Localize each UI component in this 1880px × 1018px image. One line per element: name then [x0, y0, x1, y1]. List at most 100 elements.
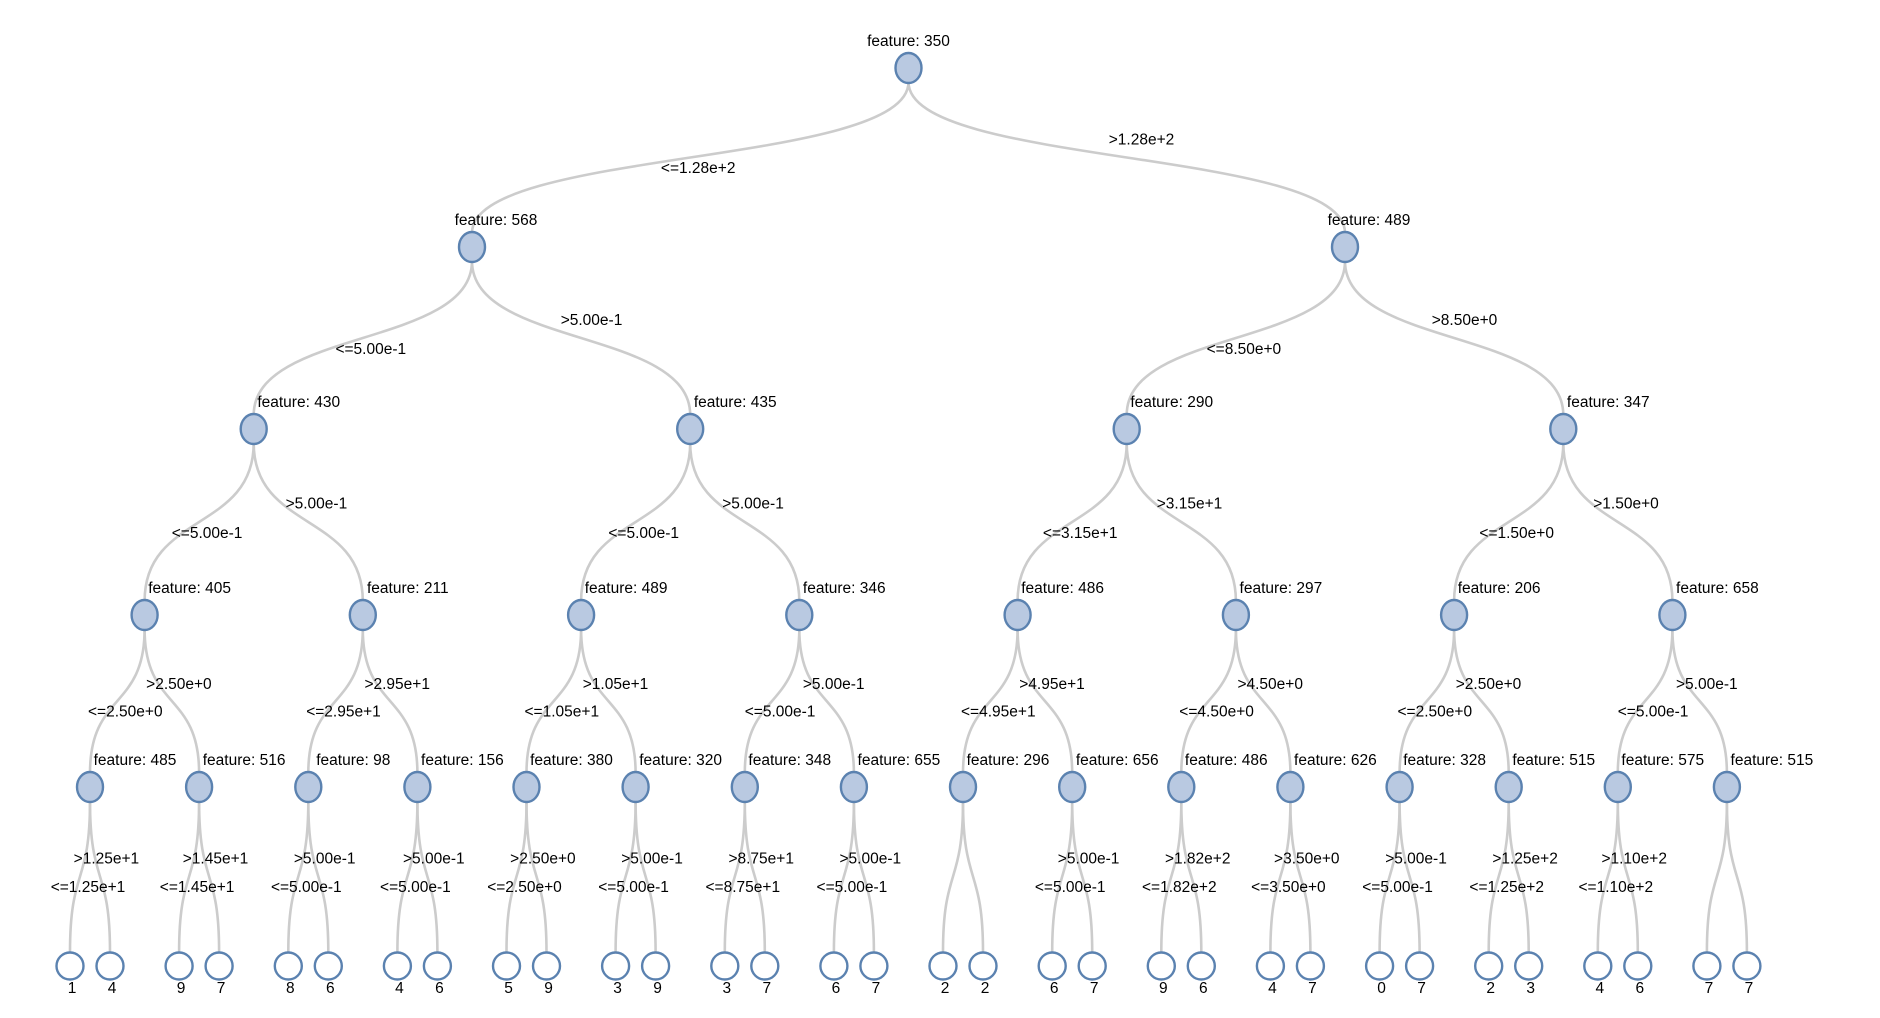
edge-label: <=3.15e+1 — [1043, 525, 1118, 542]
tree-edge — [1180, 627, 1238, 775]
edge-label: <=5.00e-1 — [1362, 879, 1433, 896]
node-label: feature: 380 — [530, 752, 613, 769]
tree-edge — [396, 799, 419, 954]
leaf-label: 4 — [1595, 980, 1604, 997]
tree-node — [1221, 598, 1251, 632]
tree-edge — [579, 627, 637, 775]
leaf-node — [1513, 951, 1544, 981]
leaf-node — [382, 951, 413, 981]
leaf-node — [95, 951, 125, 981]
tree-edge — [1343, 259, 1565, 417]
tree-node — [1112, 412, 1141, 446]
tree-node — [1276, 770, 1305, 804]
leaf-label: 5 — [504, 980, 513, 997]
tree-node — [676, 412, 705, 446]
node-label: feature: 350 — [867, 33, 950, 50]
leaf-label: 7 — [762, 980, 771, 997]
edge-label: <=5.00e-1 — [1618, 703, 1689, 720]
tree-edge — [88, 799, 112, 954]
node-label: feature: 320 — [639, 752, 722, 769]
node-label: feature: 656 — [1076, 752, 1159, 769]
edge-label: >1.25e+2 — [1492, 851, 1558, 868]
tree-node — [1494, 770, 1523, 804]
tree-edge — [1180, 799, 1203, 954]
leaf-node — [1583, 951, 1613, 981]
tree-edge — [1050, 799, 1074, 954]
edge-label: >8.50e+0 — [1432, 312, 1498, 329]
tree-edge — [614, 799, 637, 954]
tree-edge — [579, 441, 692, 603]
node-label: feature: 485 — [94, 752, 177, 769]
edge-label: >3.15e+1 — [1157, 495, 1223, 512]
tree-edge — [1016, 627, 1074, 775]
tree-node — [75, 770, 105, 804]
tree-node — [730, 770, 759, 804]
node-label: feature: 489 — [1328, 212, 1411, 229]
edge-label: >1.05e+1 — [583, 676, 649, 693]
leaf-label: 3 — [613, 980, 622, 997]
tree-edge — [852, 799, 876, 954]
edge-label: <=5.00e-1 — [608, 525, 679, 542]
tree-edge — [88, 627, 146, 775]
tree-node — [1057, 770, 1087, 804]
leaf-node — [531, 951, 562, 981]
edge-label: <=5.00e-1 — [1035, 879, 1106, 896]
node-label: feature: 486 — [1021, 580, 1104, 597]
tree-node — [1658, 598, 1687, 632]
edge-label: >5.00e-1 — [294, 851, 356, 868]
edge-label: >5.00e-1 — [839, 851, 901, 868]
leaf-label: 9 — [653, 980, 662, 997]
tree-edge — [361, 627, 419, 775]
node-label: feature: 568 — [455, 212, 538, 229]
tree-edge — [1487, 799, 1510, 954]
tree-node — [1385, 770, 1414, 804]
tree-edge — [961, 627, 1019, 775]
tree-edge — [743, 799, 767, 954]
leaf-label: 6 — [832, 980, 841, 997]
tree-edge — [307, 799, 330, 954]
leaf-label: 3 — [1526, 980, 1535, 997]
tree-edge — [1234, 627, 1292, 775]
node-label: feature: 516 — [203, 752, 286, 769]
leaf-node — [750, 951, 780, 981]
edge-label: <=1.10e+2 — [1579, 879, 1654, 896]
edge-label: <=1.05e+1 — [525, 703, 600, 720]
node-label: feature: 328 — [1403, 752, 1486, 769]
edge-label: <=5.00e-1 — [380, 879, 451, 896]
leaf-node — [1146, 951, 1177, 981]
tree-edge — [1398, 799, 1421, 954]
leaf-label: 0 — [1377, 980, 1386, 997]
edge-label: <=4.95e+1 — [961, 703, 1036, 720]
edge-label: >1.10e+2 — [1601, 851, 1667, 868]
leaf-label: 7 — [1705, 980, 1714, 997]
node-label: feature: 430 — [257, 394, 340, 411]
edge-label: >1.50e+0 — [1593, 495, 1659, 512]
leaf-label: 1 — [68, 980, 77, 997]
node-label: feature: 655 — [858, 752, 941, 769]
edge-label: >5.00e-1 — [621, 851, 683, 868]
tree-node — [457, 230, 487, 264]
tree-edge — [1452, 441, 1565, 603]
edge-label: <=5.00e-1 — [335, 341, 406, 358]
tree-edge — [1507, 799, 1530, 954]
tree-edge — [1616, 799, 1640, 954]
tree-node — [1167, 770, 1196, 804]
leaf-label: 7 — [1745, 980, 1754, 997]
edge-label: <=1.25e+2 — [1469, 879, 1544, 896]
node-label: feature: 515 — [1731, 752, 1814, 769]
leaf-node — [710, 951, 740, 981]
leaf-label: 2 — [941, 980, 950, 997]
tree-edge — [1616, 627, 1674, 775]
tree-edge — [1705, 799, 1729, 954]
tree-edge — [1289, 799, 1312, 954]
leaf-node — [164, 951, 194, 981]
leaf-label: 6 — [1199, 980, 1208, 997]
leaf-node — [600, 951, 631, 981]
leaf-node — [1364, 951, 1395, 981]
tree-node — [621, 770, 650, 804]
leaf-label: 4 — [395, 980, 404, 997]
edge-label: <=1.82e+2 — [1142, 879, 1217, 896]
tree-edge — [252, 441, 365, 603]
tree-edge — [1125, 441, 1238, 603]
